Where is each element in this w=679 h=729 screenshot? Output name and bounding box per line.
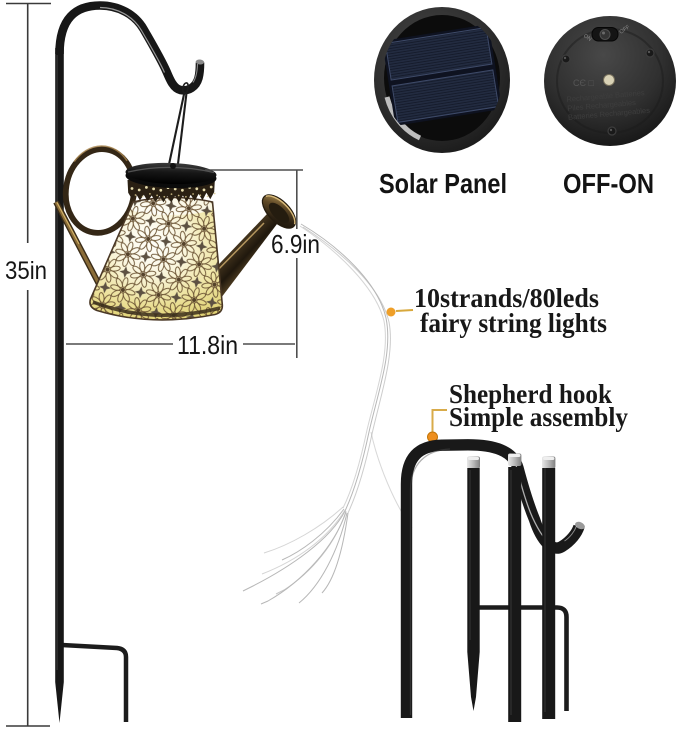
svg-text:ON: ON [582,33,592,43]
svg-text:Simple assembly: Simple assembly [449,402,628,432]
svg-text:CЄ □: CЄ □ [573,78,594,88]
svg-text:OFF: OFF [619,24,632,36]
svg-text:Shepherd hook: Shepherd hook [449,379,612,409]
svg-text:35in: 35in [5,257,47,285]
svg-text:fairy string lights: fairy string lights [420,308,607,338]
svg-text:OFF-ON: OFF-ON [563,168,654,199]
svg-text:Solar Panel: Solar Panel [379,168,507,199]
svg-text:10strands/80leds: 10strands/80leds [414,283,599,313]
svg-text:11.8in: 11.8in [177,330,238,360]
